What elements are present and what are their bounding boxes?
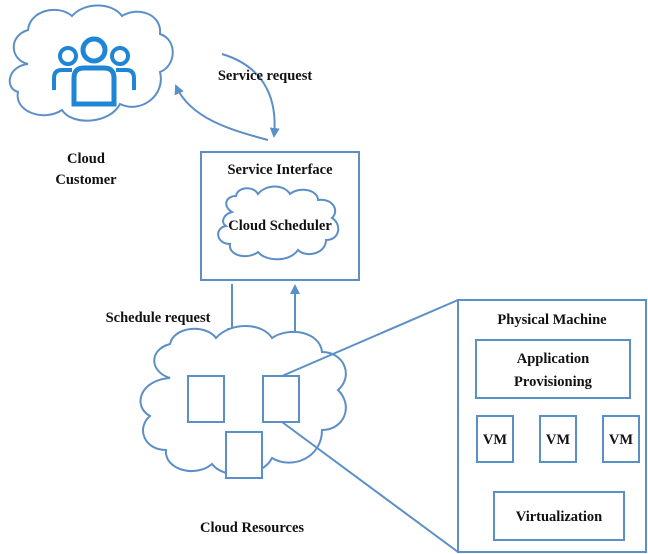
application-label-line1: Application	[517, 351, 590, 367]
cloud-customer-label-line1: Cloud	[67, 151, 105, 167]
service-request-arrow-up	[174, 84, 269, 141]
resource-vm-box-bottom	[225, 431, 263, 479]
service-request-label: Service request	[218, 68, 313, 84]
virtualization-label: Virtualization	[516, 509, 602, 525]
virtualization-box	[493, 491, 625, 541]
cloud-resources-cloud	[139, 325, 347, 476]
schedule-request-label: Schedule request	[106, 310, 211, 326]
vm-label-2: VM	[546, 432, 570, 448]
cloud-customer-label-line2: Customer	[55, 172, 117, 188]
zoom-line-top	[281, 299, 459, 377]
vm-box-1	[476, 415, 514, 463]
service-request-arrow-down	[221, 53, 280, 138]
resource-vm-box-left	[187, 375, 225, 423]
vm-box-3	[602, 415, 640, 463]
service-interface-label: Service Interface	[227, 162, 333, 178]
vm-label-3: VM	[609, 432, 633, 448]
application-provisioning-box	[475, 339, 631, 399]
zoom-line-bottom	[281, 421, 459, 553]
vm-label-1: VM	[483, 432, 507, 448]
vm-box-2	[539, 415, 577, 463]
cloud-resources-label: Cloud Resources	[200, 520, 304, 536]
cloud-scheduler-cloud	[217, 185, 340, 261]
physical-machine-label: Physical Machine	[497, 312, 607, 328]
cloud-scheduler-label: Cloud Scheduler	[228, 218, 332, 234]
resource-vm-box-right	[262, 375, 300, 423]
application-label-line2: Provisioning	[514, 374, 593, 390]
users-group-icon	[52, 36, 136, 107]
